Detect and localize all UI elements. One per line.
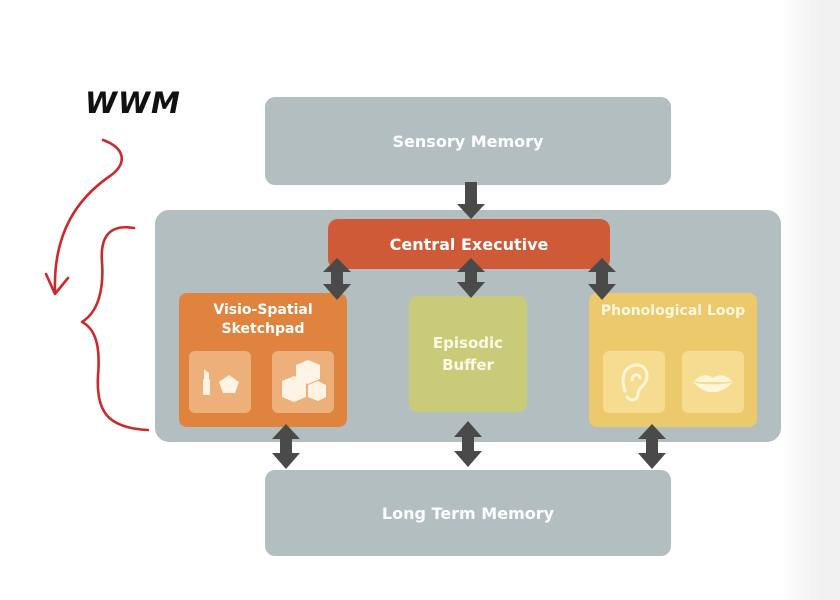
- central-executive-box: Central Executive: [328, 219, 610, 269]
- lipstick-icon: [203, 369, 210, 395]
- central-phonological-arrow: [588, 258, 616, 300]
- episodic-ltm-arrow: [454, 421, 482, 467]
- ear-tile: [603, 351, 665, 413]
- phonological-ltm-arrow: [638, 424, 666, 469]
- lips-icon: [690, 373, 736, 394]
- phonological-loop-label: Phonological Loop: [600, 303, 746, 319]
- pentagon-icon: [219, 375, 239, 393]
- blocks-tile: [272, 351, 334, 413]
- sensory-to-central-arrow: [457, 182, 485, 219]
- sensory-memory-box: Sensory Memory: [265, 97, 671, 185]
- episodic-buffer-box: Episodic Buffer: [409, 296, 527, 412]
- visio-spatial-sketchpad-label: Visio-Spatial Sketchpad: [213, 302, 313, 337]
- long-term-memory-box: Long Term Memory: [265, 470, 671, 556]
- curved-arrow-mark: [53, 138, 123, 294]
- wwm-handwritten-label: WWM: [85, 86, 181, 120]
- vss-ltm-arrow: [272, 424, 300, 469]
- blocks-icon: [282, 360, 326, 402]
- curly-brace-mark: [80, 225, 150, 432]
- lips-tile: [682, 351, 744, 413]
- page-edge-shadow: [780, 0, 840, 600]
- visio-spatial-sketchpad-box: Visio-Spatial Sketchpad: [179, 293, 347, 427]
- ear-icon: [621, 363, 649, 402]
- central-vss-arrow: [323, 258, 351, 300]
- curved-arrow-head: [44, 272, 70, 296]
- central-episodic-arrow: [457, 258, 485, 298]
- phonological-loop-box: Phonological Loop: [589, 293, 757, 427]
- shapes-tile: [189, 351, 251, 413]
